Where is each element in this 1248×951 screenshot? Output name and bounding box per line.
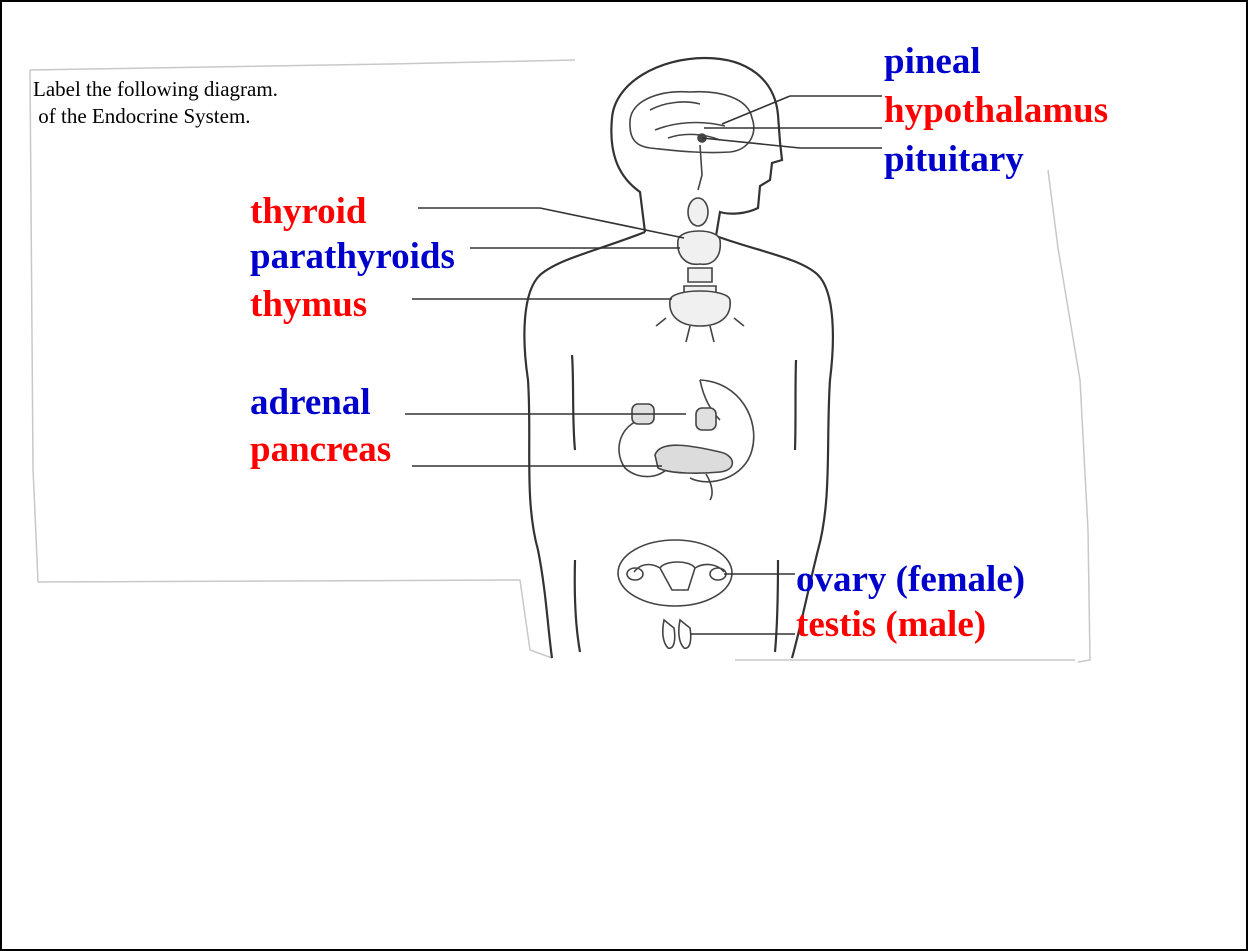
instructions-text: Label the following diagram. of the Endo…	[33, 76, 278, 130]
instructions-line-1: Label the following diagram.	[33, 76, 278, 103]
label-adrenal: adrenal	[250, 384, 371, 421]
label-hypothalamus: hypothalamus	[884, 92, 1108, 129]
label-thymus: thymus	[250, 286, 367, 323]
label-parathyroids: parathyroids	[250, 238, 455, 275]
body-outline	[524, 58, 832, 658]
abdomen-organs	[619, 380, 754, 500]
instructions-line-2: of the Endocrine System.	[33, 103, 278, 130]
label-thyroid: thyroid	[250, 193, 367, 230]
label-pituitary: pituitary	[884, 141, 1024, 178]
label-ovary: ovary (female)	[796, 561, 1025, 598]
neck-organs	[656, 198, 744, 342]
label-pineal: pineal	[884, 43, 981, 80]
label-testis: testis (male)	[796, 606, 986, 643]
leader-lines	[405, 96, 882, 634]
label-pancreas: pancreas	[250, 431, 391, 468]
reproductive-organs	[618, 540, 732, 648]
